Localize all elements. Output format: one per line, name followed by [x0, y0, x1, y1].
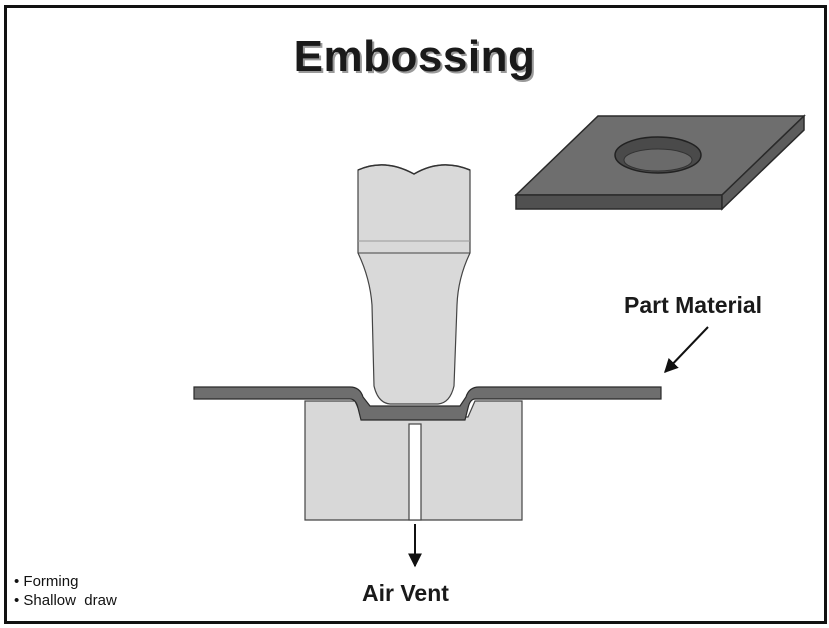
- emboss-recess-floor: [623, 148, 693, 172]
- note-item: Forming: [14, 572, 117, 591]
- plate-front-edge: [515, 194, 723, 210]
- plate-side-edge: [721, 114, 805, 211]
- part-material-arrow: [664, 326, 709, 374]
- air-vent-channel: [408, 423, 422, 521]
- slide-title: Embossing: [293, 32, 536, 81]
- punch-body: [357, 164, 471, 405]
- part-material-label: Part Material: [624, 292, 763, 318]
- part-material-sheet: [193, 386, 662, 421]
- note-item: Shallow draw: [14, 591, 116, 610]
- embossed-plate-illustration: [514, 114, 806, 211]
- notes-list: Forming Shallow draw: [14, 572, 117, 610]
- air-vent-label: Air Vent: [362, 580, 449, 606]
- punch-top-break-line: [357, 164, 471, 175]
- punch: [357, 164, 471, 405]
